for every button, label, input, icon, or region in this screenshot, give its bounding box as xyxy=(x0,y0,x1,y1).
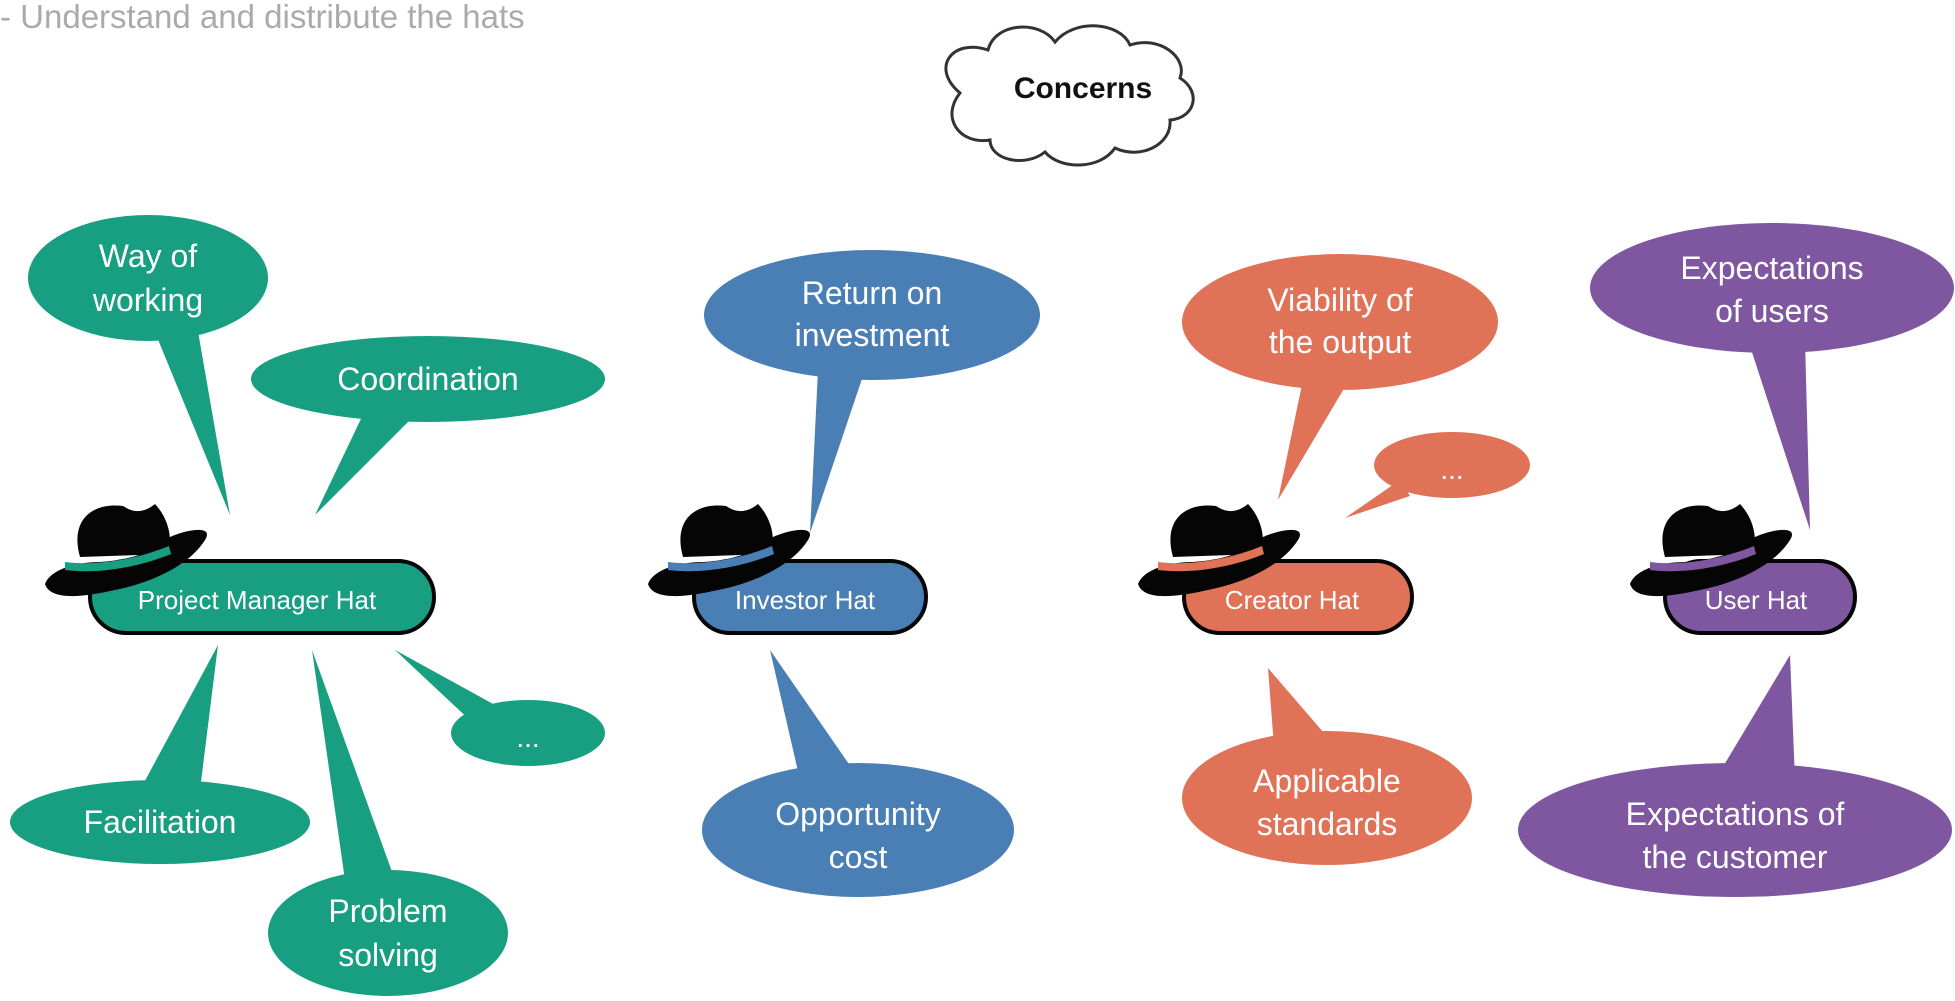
bubble-body xyxy=(28,215,268,341)
speech-bubble-applicable-standards: Applicable standards xyxy=(1182,668,1472,865)
bubble-body xyxy=(268,870,508,996)
bubble-tail xyxy=(150,320,230,515)
bubble-tail xyxy=(140,645,218,790)
hat-label-text: Project Manager Hat xyxy=(138,585,377,615)
bubble-text-line-2: investment xyxy=(795,317,950,353)
bubble-text-line-1: Problem xyxy=(328,893,447,929)
project-manager-group: Way of working Coordination ... Facilita… xyxy=(10,215,605,996)
bubble-body xyxy=(702,763,1014,897)
bubble-text: Facilitation xyxy=(84,804,237,840)
investor-group: Return on investment Opportunity cost In… xyxy=(648,250,1040,897)
bubble-tail xyxy=(1715,655,1795,780)
hat-label-text: User Hat xyxy=(1705,585,1808,615)
bubble-text-line-2: working xyxy=(92,282,203,318)
speech-bubble-opportunity-cost: Opportunity cost xyxy=(702,650,1014,897)
bubble-text-line-1: Expectations xyxy=(1680,250,1863,286)
speech-bubble-return-on-investment: Return on investment xyxy=(704,250,1040,533)
bubble-text: ... xyxy=(1440,454,1463,485)
bubble-text-line-1: Applicable xyxy=(1253,763,1401,799)
speech-bubble-ellipsis: ... xyxy=(1345,432,1530,518)
bubble-body xyxy=(1374,432,1530,498)
user-group: Expectations of users Expectations of th… xyxy=(1518,223,1954,897)
speech-bubble-way-of-working: Way of working xyxy=(28,215,268,515)
bubble-text-line-2: the customer xyxy=(1643,839,1828,875)
page-subtitle: - Understand and distribute the hats xyxy=(0,0,525,35)
bubble-tail xyxy=(312,650,395,880)
fedora-hat-icon xyxy=(1138,504,1300,597)
speech-bubble-viability: Viability of the output xyxy=(1182,254,1498,500)
bubble-tail xyxy=(1345,480,1410,518)
bubble-tail xyxy=(1278,370,1355,500)
bubble-body xyxy=(1518,763,1952,897)
fedora-hat-icon xyxy=(648,504,810,597)
bubble-tail xyxy=(770,650,860,780)
speech-bubble-facilitation: Facilitation xyxy=(10,645,310,864)
bubble-body xyxy=(1182,731,1472,865)
cloud-label: Concerns xyxy=(1014,72,1152,105)
bubble-text-line-1: Return on xyxy=(802,275,943,311)
bubble-tail xyxy=(1748,340,1810,530)
speech-bubble-expectations-users: Expectations of users xyxy=(1590,223,1954,530)
hat-label-project-manager: Project Manager Hat xyxy=(88,559,436,635)
bubble-text-line-2: standards xyxy=(1257,806,1398,842)
speech-bubble-expectations-customer: Expectations of the customer xyxy=(1518,655,1952,897)
hat-label-pill xyxy=(88,559,436,635)
bubble-text-line-1: Viability of xyxy=(1267,282,1412,318)
creator-group: Viability of the output ... Applicable s… xyxy=(1138,254,1530,865)
bubble-body xyxy=(1590,223,1954,353)
bubble-tail xyxy=(315,400,430,515)
bubble-text-line-1: Way of xyxy=(99,238,198,274)
bubble-tail xyxy=(395,650,495,725)
fedora-hat-icon xyxy=(45,504,207,597)
bubble-tail xyxy=(810,370,865,533)
bubble-text-line-1: Opportunity xyxy=(775,796,940,832)
cloud-shape xyxy=(944,24,1195,167)
bubble-text: Coordination xyxy=(337,361,518,397)
bubble-body xyxy=(10,780,310,864)
bubble-body xyxy=(451,700,605,766)
bubble-body xyxy=(1182,254,1498,390)
bubble-text: ... xyxy=(516,722,539,753)
bubble-body xyxy=(251,336,605,422)
hat-label-text: Creator Hat xyxy=(1225,585,1360,615)
speech-bubble-problem-solving: Problem solving xyxy=(268,650,508,996)
bubble-text-line-2: cost xyxy=(829,839,888,875)
bubble-body xyxy=(704,250,1040,380)
fedora-hat-icon xyxy=(1630,504,1792,597)
concerns-cloud: Concerns xyxy=(944,24,1195,167)
bubble-text-line-2: the output xyxy=(1269,324,1411,360)
speech-bubble-ellipsis: ... xyxy=(395,650,605,766)
speech-bubble-coordination: Coordination xyxy=(251,336,605,515)
bubble-text-line-2: of users xyxy=(1715,293,1829,329)
hat-label-text: Investor Hat xyxy=(735,585,876,615)
bubble-text-line-1: Expectations of xyxy=(1626,796,1845,832)
bubble-text-line-2: solving xyxy=(338,937,438,973)
